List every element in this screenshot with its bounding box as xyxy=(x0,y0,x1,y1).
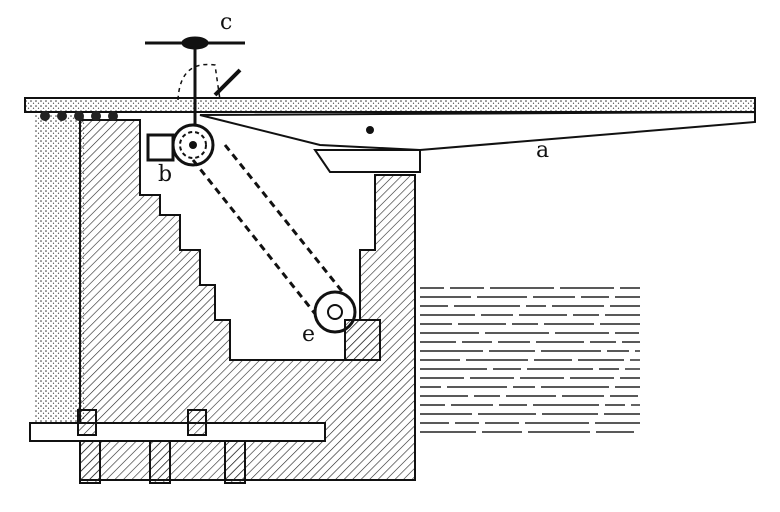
roadway-deck xyxy=(24,97,756,113)
deck-supports xyxy=(40,111,118,121)
piles xyxy=(77,409,246,484)
handwheel xyxy=(145,36,245,125)
foundation-beam xyxy=(29,422,326,442)
label-a: a xyxy=(536,138,550,163)
masonry-pier xyxy=(79,119,416,481)
counterweight-drum xyxy=(313,290,381,361)
label-e: e xyxy=(302,322,316,347)
earth-bank xyxy=(35,115,85,425)
winch-gear-wheel xyxy=(171,123,215,167)
label-c: c xyxy=(220,10,233,35)
label-b: b xyxy=(158,162,173,187)
gear-box xyxy=(146,133,175,162)
pivot-bearing xyxy=(313,149,421,173)
chains xyxy=(191,144,347,321)
bascule-leaf xyxy=(199,110,756,152)
